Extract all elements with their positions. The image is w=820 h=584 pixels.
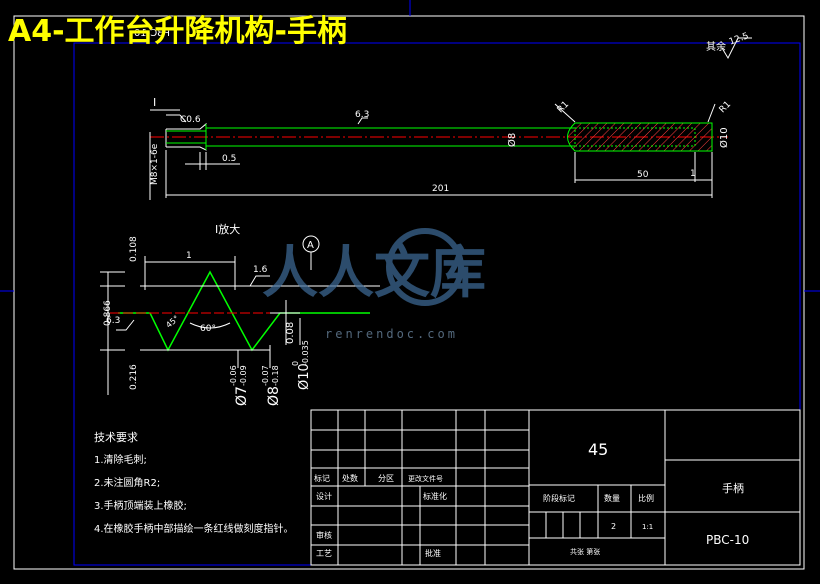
- title-block: [310, 409, 801, 566]
- detail-label: I放大: [215, 222, 240, 236]
- dim-dia8: Ø8: [506, 133, 518, 147]
- review-label: 审核: [316, 530, 332, 540]
- stage-mark-label: 阶段标记: [543, 493, 575, 503]
- page-title: A4-工作台升降机构-手柄: [8, 14, 347, 49]
- main-view: C0.6 I 6.3 Ø8 Ø10 R1 R1 0.5 M8×1-6e 50 1…: [149, 96, 734, 200]
- scale-label: 比例: [638, 493, 654, 503]
- tol-dia7-upper: -0.06: [229, 365, 238, 386]
- row-label-1: 处数: [342, 473, 358, 483]
- datum-label: A: [307, 240, 314, 251]
- dim-dia10: Ø10: [718, 127, 730, 148]
- dim-chamfer: C0.6: [180, 115, 201, 125]
- watermark: 人人文库: [262, 228, 486, 306]
- dim-thread: M8×1-6e: [150, 143, 160, 185]
- dim-0.866: 0.866: [103, 300, 113, 326]
- grip-inner: [574, 127, 696, 147]
- approve-label: 批准: [425, 548, 441, 558]
- quantity-label: 数量: [604, 493, 620, 503]
- dim-0.216: 0.216: [129, 364, 139, 390]
- standard-label: 标准化: [423, 491, 447, 501]
- part-name: 手柄: [722, 481, 744, 495]
- tech-item: 1.清除毛刺;: [94, 455, 147, 466]
- drawing-no: PBC-10: [706, 533, 749, 547]
- tol-dia8-upper: -0.07: [261, 365, 270, 386]
- dim-r1-left: R1: [556, 100, 572, 116]
- outer-frame: [13, 15, 805, 570]
- dim-50: 50: [637, 170, 649, 180]
- design-label: 设计: [316, 491, 332, 501]
- dim-0.5: 0.5: [222, 154, 236, 164]
- watermark-url: renrendoc.com: [325, 327, 458, 341]
- dim-201: 201: [432, 184, 449, 194]
- dim-0.08: 0.08: [285, 322, 296, 344]
- tol-dia7: Ø7: [234, 386, 250, 406]
- quantity-value: 2: [611, 522, 616, 531]
- tech-heading: 技术要求: [94, 431, 138, 444]
- tol-dia10-lower: -0.035: [301, 340, 310, 366]
- dim-r1-right: R1: [718, 100, 734, 116]
- watermark-logo: [386, 228, 464, 306]
- tech-item: 4.在橡胶手柄中部描绘一条红线做刻度指针。: [94, 524, 294, 535]
- process-label: 工艺: [316, 549, 332, 558]
- roughness-symbol: [721, 37, 752, 60]
- tol-dia8: Ø8: [266, 386, 282, 406]
- section-label-I: I: [153, 96, 156, 109]
- tol-dia10: Ø10: [297, 363, 312, 390]
- surface-finish-value: 12.5: [728, 31, 750, 47]
- dim-6.3-left: 6.3: [106, 316, 120, 326]
- rubber-grip: [567, 122, 713, 152]
- sheets: 共张 第张: [570, 547, 600, 556]
- tol-dia7-lower: -0.09: [239, 365, 248, 386]
- row-label-2: 分区: [378, 474, 394, 483]
- row-label-3: 更改文件号: [408, 474, 443, 483]
- dim-roughness-top: 6.3: [355, 110, 369, 120]
- tech-item: 2.未注圆角R2;: [94, 478, 161, 489]
- dim-60deg: 60°: [200, 324, 216, 334]
- row-label-0: 标记: [314, 473, 330, 483]
- dim-45deg: 45°: [164, 314, 181, 330]
- dim-pitch: 1: [186, 251, 192, 261]
- tech-item: 3.手柄顶端装上橡胶;: [94, 501, 187, 512]
- tol-dia8-lower: -0.18: [271, 365, 280, 386]
- mirrored-drawing-number: PBC-10: [134, 28, 170, 39]
- title-block-text: 45 手柄 PBC-10 标记 处数 分区 更改文件号 设计 标准化 审核 工艺…: [314, 440, 749, 558]
- dim-1.6: 1.6: [253, 265, 268, 275]
- material: 45: [588, 440, 608, 459]
- scale-value: 1:1: [642, 523, 653, 531]
- dim-0.108: 0.108: [129, 236, 139, 262]
- tol-dia10-upper: 0: [291, 361, 300, 366]
- dim-1: 1: [690, 169, 696, 179]
- surface-finish-label: 其余: [706, 40, 726, 53]
- watermark-text: 人人文库: [262, 241, 486, 306]
- detail-view: I放大 A 1 1.6 6.3 60° 45° 0.108 0.866 0.21…: [100, 222, 380, 406]
- tech-requirements: 技术要求 1.清除毛刺; 2.未注圆角R2; 3.手柄顶端装上橡胶; 4.在橡胶…: [94, 426, 294, 541]
